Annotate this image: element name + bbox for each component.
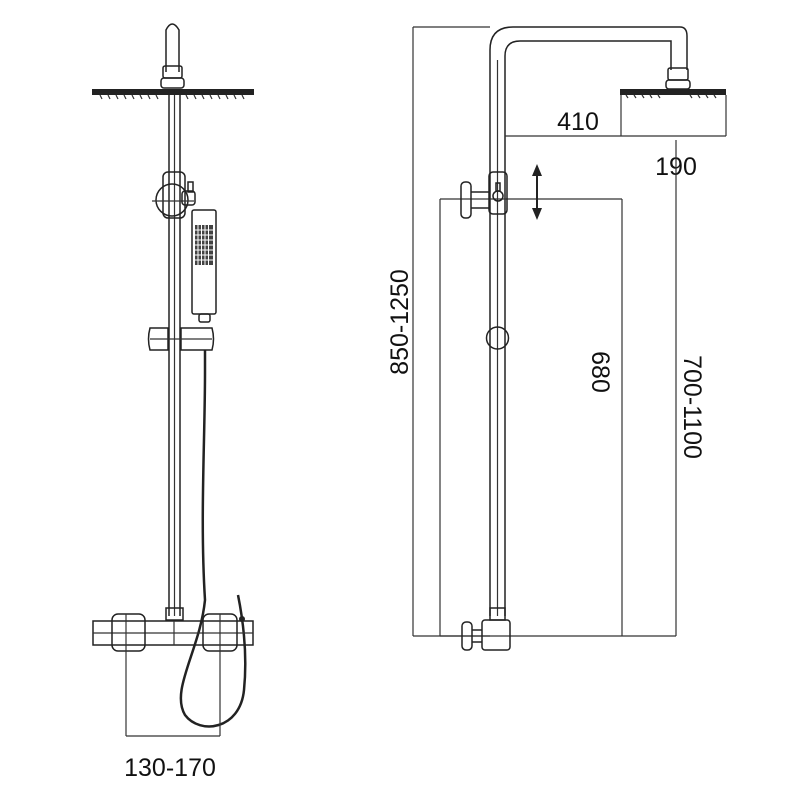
thermostatic-mixer[interactable] bbox=[92, 607, 254, 652]
dimension-label-rail: 680 bbox=[586, 351, 614, 393]
side-shower-head bbox=[620, 67, 726, 99]
dimension-label-mixer-spacing: 130-170 bbox=[124, 754, 216, 782]
hand-shower bbox=[191, 209, 217, 323]
rail-slider[interactable] bbox=[152, 171, 196, 219]
hose bbox=[179, 350, 247, 728]
rail-stop-ball bbox=[485, 326, 510, 350]
riser-pipe bbox=[489, 26, 688, 616]
dimension-rail: 680 bbox=[439, 198, 623, 637]
dimension-label-head-height: 700-1100 bbox=[678, 355, 706, 459]
dimension-head-height: 700-1100 bbox=[622, 140, 706, 637]
top-pipe bbox=[160, 23, 185, 89]
rain-shower-head bbox=[92, 89, 254, 100]
front-view: 130-170 bbox=[92, 23, 254, 782]
dimension-mixer-spacing: 130-170 bbox=[124, 614, 221, 782]
dimension-arm: 410 190 bbox=[505, 95, 727, 181]
main-rod bbox=[168, 95, 181, 616]
dimension-total-height: 850-1250 bbox=[386, 26, 490, 637]
dimension-label-total-height: 850-1250 bbox=[386, 269, 414, 375]
height-adjust-arrow-icon bbox=[532, 164, 542, 220]
side-mixer-connector bbox=[461, 607, 511, 651]
hand-shower-holder bbox=[147, 327, 215, 351]
side-view: 410 190 850-1250 680 700-1100 bbox=[386, 26, 727, 651]
side-slider[interactable] bbox=[460, 171, 508, 219]
dimension-label-arm: 410 bbox=[557, 108, 599, 136]
